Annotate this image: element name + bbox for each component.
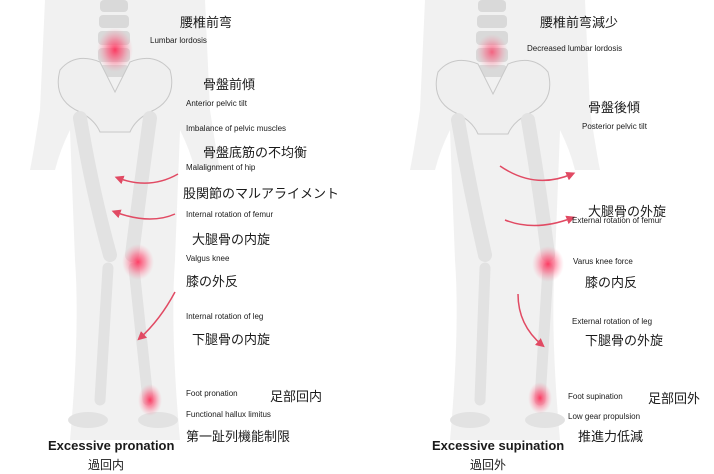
- label-leg-external-en: External rotation of leg: [572, 317, 652, 326]
- label-hallux-limitus-jp: 第一趾列機能制限: [186, 426, 290, 445]
- caption-excessive-supination-en: Excessive supination: [432, 438, 564, 453]
- label-posterior-pelvic-tilt-jp: 骨盤後傾: [588, 97, 640, 116]
- right-pain-knee: [532, 246, 564, 282]
- right-foot-right: [450, 412, 490, 428]
- right-pain-lumbar: [476, 34, 508, 70]
- label-varus-knee-en: Varus knee force: [573, 257, 633, 266]
- label-foot-pronation-en: Foot pronation: [186, 389, 238, 398]
- left-foot-left: [138, 412, 178, 428]
- left-pain-foot: [138, 384, 162, 416]
- label-valgus-knee-en: Valgus knee: [186, 254, 229, 263]
- right-tibia-right: [480, 268, 485, 400]
- label-varus-knee-jp: 膝の内反: [585, 272, 637, 291]
- label-hip-malalignment-jp: 股関節のマルアライメント: [183, 183, 339, 202]
- label-hallux-limitus-en: Functional hallux limitus: [186, 410, 271, 419]
- label-pelvic-muscles-en: Imbalance of pelvic muscles: [186, 124, 286, 133]
- label-leg-external-jp: 下腿骨の外旋: [585, 330, 663, 349]
- caption-excessive-supination-jp: 過回外: [470, 456, 506, 473]
- label-decreased-lordosis-en: Decreased lumbar lordosis: [527, 44, 622, 53]
- right-foot-left: [525, 412, 565, 428]
- left-foot-right: [68, 412, 108, 428]
- label-foot-pronation-jp: 足部回内: [270, 386, 322, 405]
- label-anterior-pelvic-tilt-jp: 骨盤前傾: [203, 74, 255, 93]
- right-pain-foot: [528, 382, 552, 414]
- label-valgus-knee-jp: 膝の外反: [186, 271, 238, 290]
- label-posterior-pelvic-tilt-en: Posterior pelvic tilt: [582, 122, 647, 131]
- label-leg-internal-jp: 下腿骨の内旋: [192, 329, 270, 348]
- label-foot-supination-en: Foot supination: [568, 392, 623, 401]
- label-pelvic-muscles-jp: 骨盤底筋の不均衡: [203, 142, 307, 161]
- label-decreased-lordosis-jp: 腰椎前弯減少: [540, 12, 618, 31]
- label-lumbar-lordosis-jp: 腰椎前弯: [180, 12, 232, 31]
- left-figure: [30, 0, 220, 440]
- label-leg-internal-en: Internal rotation of leg: [186, 312, 263, 321]
- label-foot-supination-jp: 足部回外: [648, 388, 700, 407]
- label-lumbar-lordosis-en: Lumbar lordosis: [150, 36, 207, 45]
- caption-excessive-pronation-en: Excessive pronation: [48, 438, 174, 453]
- label-hip-malalignment-en: Malalignment of hip: [186, 163, 255, 172]
- label-femur-external-en: External rotation of femur: [572, 216, 662, 225]
- left-pain-lumbar: [97, 28, 133, 72]
- left-pain-knee: [122, 244, 154, 280]
- caption-excessive-pronation-jp: 過回内: [88, 456, 124, 473]
- label-low-gear-en: Low gear propulsion: [568, 412, 640, 421]
- label-low-gear-jp: 推進力低減: [578, 426, 643, 445]
- label-femur-internal-en: Internal rotation of femur: [186, 210, 273, 219]
- label-anterior-pelvic-tilt-en: Anterior pelvic tilt: [186, 99, 247, 108]
- label-femur-internal-jp: 大腿骨の内旋: [192, 229, 270, 248]
